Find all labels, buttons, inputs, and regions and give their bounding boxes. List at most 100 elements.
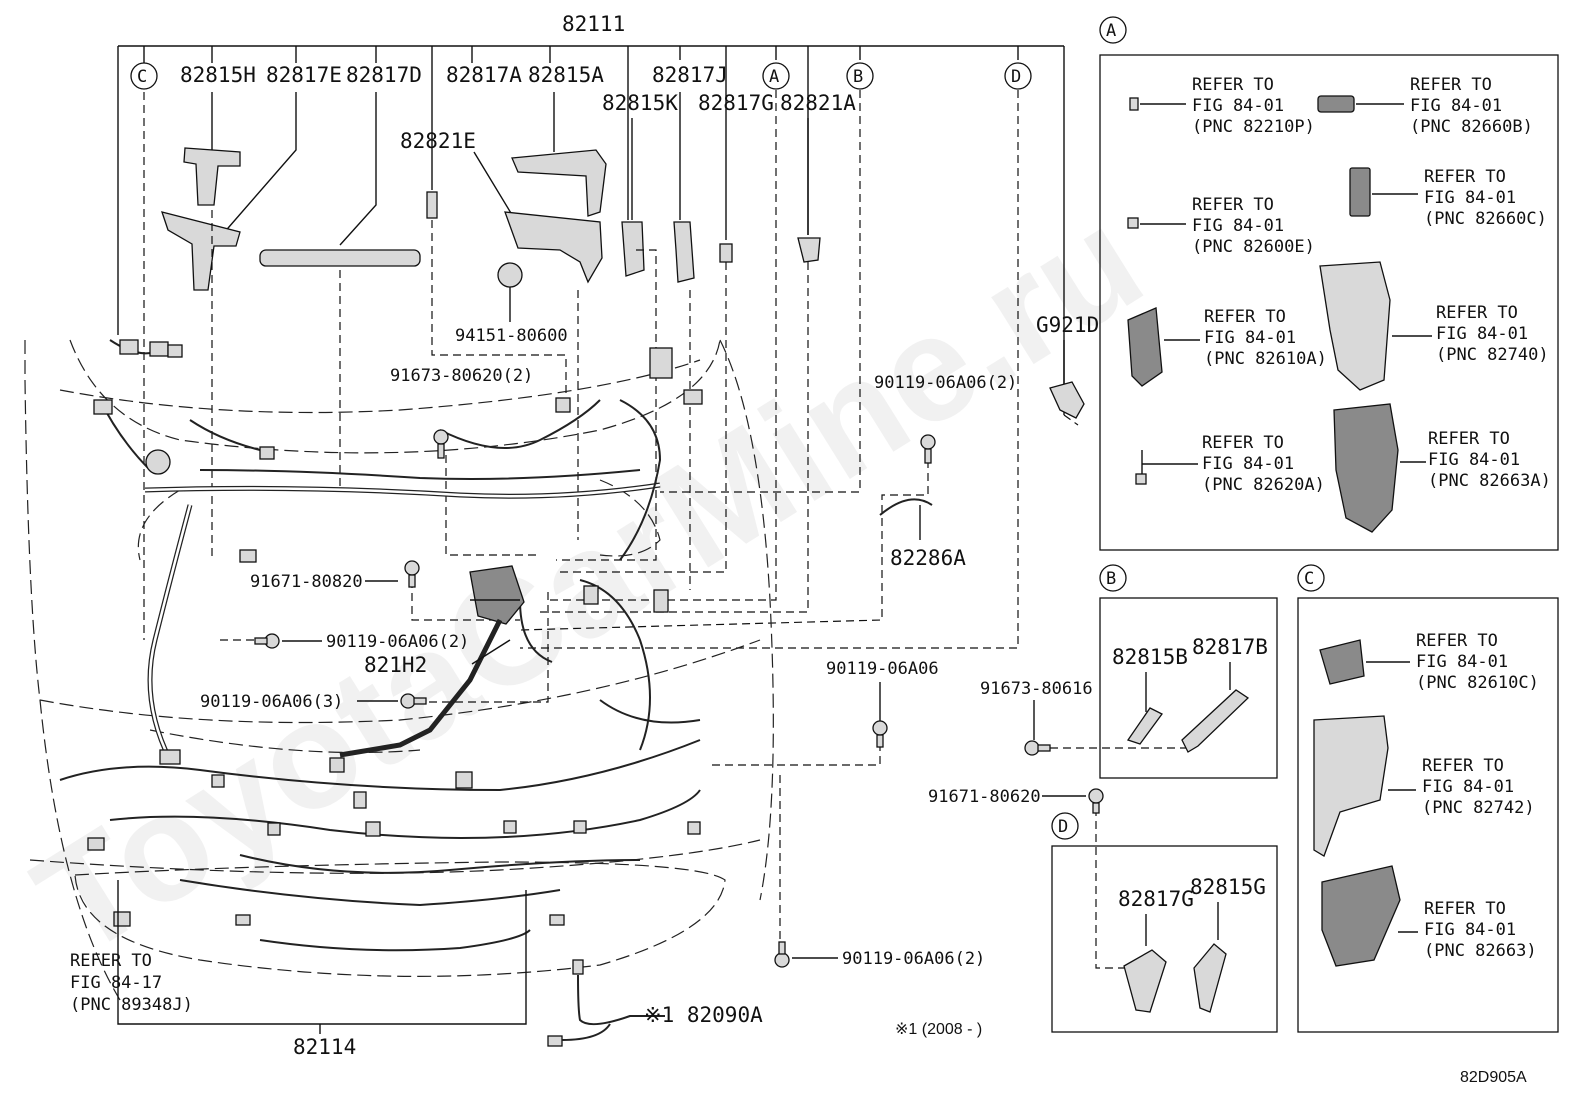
svg-text:FIG 84-01: FIG 84-01 — [1204, 328, 1296, 348]
callout-D-top: D — [1004, 62, 1032, 90]
label-90119-06A06-mid: 90119-06A06 — [826, 659, 939, 679]
svg-text:C: C — [1304, 569, 1314, 589]
svg-text:(PNC 82610A): (PNC 82610A) — [1204, 349, 1327, 369]
part-82817B — [1181, 662, 1250, 753]
label-94151-80600: 94151-80600 — [455, 326, 568, 346]
panel-A-item-82210P: REFER TO FIG 84-01 (PNC 82210P) — [1129, 75, 1315, 137]
bracket-82114 — [117, 880, 527, 1034]
svg-text:REFER TO: REFER TO — [1192, 195, 1274, 215]
panel-A-item-82660C: REFER TO FIG 84-01 (PNC 82660C) — [1349, 167, 1547, 229]
svg-text:C: C — [137, 67, 147, 87]
bolt-90119-06A06-3 — [357, 693, 427, 709]
bracket-82111 — [117, 45, 1065, 415]
bolt-91673-80616 — [1024, 700, 1051, 756]
label-91673-80616: 91673-80616 — [980, 679, 1093, 699]
svg-text:(PNC 82660B): (PNC 82660B) — [1410, 117, 1533, 137]
svg-text:FIG 84-01: FIG 84-01 — [1424, 188, 1516, 208]
svg-text:REFER TO: REFER TO — [1416, 631, 1498, 651]
svg-text:(PNC 82600E): (PNC 82600E) — [1192, 237, 1315, 257]
label-90119-06A06-top: 90119-06A06(2) — [874, 373, 1017, 393]
part-82815B — [1126, 672, 1163, 745]
svg-text:D: D — [1011, 67, 1021, 87]
callout-B-panel: B — [1099, 564, 1127, 592]
label-91673-80620: 91673-80620(2) — [390, 366, 533, 386]
svg-text:FIG 84-01: FIG 84-01 — [1424, 920, 1516, 940]
part-82815G-panel — [1193, 902, 1227, 1013]
panel-A-item-82740: REFER TO FIG 84-01 (PNC 82740) — [1319, 261, 1549, 391]
label-82817G-panel: 82817G — [1118, 887, 1194, 911]
part-82817G-top — [719, 243, 733, 263]
label-90119-06A06-3: 90119-06A06(3) — [200, 692, 343, 712]
label-82815H: 82815H — [180, 63, 256, 87]
bolt-91671-80820 — [365, 560, 420, 588]
label-821H2: 821H2 — [364, 653, 427, 677]
part-82817G-panel — [1123, 914, 1167, 1013]
bolt-82817A — [426, 191, 438, 219]
panel-A-box — [1099, 54, 1559, 551]
watermark: ToyotaCarMine.ru — [8, 175, 1169, 987]
bolt-91671-80620 — [1042, 788, 1104, 814]
label-91671-80620: 91671-80620 — [928, 787, 1041, 807]
connectors — [87, 339, 703, 927]
callout-A-top: A — [762, 62, 790, 90]
label-82817G: 82817G — [698, 91, 774, 115]
part-82817J — [673, 92, 695, 283]
panel-C-item-82742: REFER TO FIG 84-01 (PNC 82742) — [1313, 715, 1535, 857]
callout-B-top: B — [846, 62, 874, 90]
svg-text:REFER TO: REFER TO — [1192, 75, 1274, 95]
svg-text:(PNC 82210P): (PNC 82210P) — [1192, 117, 1315, 137]
svg-text:(PNC 82620A): (PNC 82620A) — [1202, 475, 1325, 495]
part-82817E — [161, 92, 297, 291]
ref-fig-84-17: REFER TO FIG 84-17 (PNC 89348J) — [70, 951, 193, 1015]
svg-text:FIG 84-17: FIG 84-17 — [70, 973, 162, 993]
label-82821E: 82821E — [400, 129, 476, 153]
panel-A-item-82610A: REFER TO FIG 84-01 (PNC 82610A) — [1127, 307, 1327, 387]
wire-harness-main — [59, 339, 701, 952]
svg-text:REFER TO: REFER TO — [1436, 303, 1518, 323]
panel-C-item-82610C: REFER TO FIG 84-01 (PNC 82610C) — [1319, 631, 1539, 693]
diagram-code: 82D905A — [1460, 1069, 1527, 1086]
label-90119-06A06-bottom: 90119-06A06(2) — [842, 949, 985, 969]
bolt-90119-06A06-top — [920, 434, 936, 464]
label-G921D: G921D — [1036, 313, 1099, 337]
label-91671-80820: 91671-80820 — [250, 572, 363, 592]
part-82821E — [473, 151, 603, 284]
label-82817E: 82817E — [266, 63, 342, 87]
callout-D-panel: D — [1051, 812, 1079, 840]
part-94151-80600 — [497, 262, 523, 322]
label-82817A: 82817A — [446, 63, 522, 87]
panel-C-item-82663: REFER TO FIG 84-01 (PNC 82663) — [1321, 865, 1537, 967]
svg-text:FIG 84-01: FIG 84-01 — [1428, 450, 1520, 470]
footnote: ※1 (2008 - ) — [895, 1021, 982, 1038]
label-82817J: 82817J — [652, 63, 728, 87]
label-82114: 82114 — [293, 1035, 356, 1059]
svg-text:FIG 84-01: FIG 84-01 — [1202, 454, 1294, 474]
svg-text:REFER TO: REFER TO — [1410, 75, 1492, 95]
label-82815B: 82815B — [1112, 645, 1188, 669]
svg-text:B: B — [853, 67, 863, 87]
part-82815A — [511, 92, 607, 217]
svg-text:(PNC 82660C): (PNC 82660C) — [1424, 209, 1547, 229]
vehicle-body-outline — [24, 339, 774, 1001]
svg-text:FIG 84-01: FIG 84-01 — [1422, 777, 1514, 797]
svg-text:FIG 84-01: FIG 84-01 — [1192, 96, 1284, 116]
label-82817D: 82817D — [346, 63, 422, 87]
svg-text:REFER TO: REFER TO — [1424, 167, 1506, 187]
panel-D-box — [1051, 845, 1278, 1033]
label-82815A: 82815A — [528, 63, 604, 87]
label-82286A: 82286A — [890, 546, 966, 570]
part-82815H — [183, 92, 241, 206]
callout-C-panel: C — [1297, 564, 1325, 592]
svg-text:FIG 84-01: FIG 84-01 — [1410, 96, 1502, 116]
part-G921D — [1049, 340, 1085, 419]
part-82817D — [259, 92, 421, 267]
svg-text:(PNC 82740): (PNC 82740) — [1436, 345, 1549, 365]
label-82111: 82111 — [562, 12, 625, 36]
svg-text:(PNC 82663): (PNC 82663) — [1424, 941, 1537, 961]
panel-C-box — [1297, 597, 1559, 1033]
svg-text:(PNC 89348J): (PNC 89348J) — [70, 995, 193, 1015]
callout-A-panel: A — [1099, 16, 1127, 44]
label-82817B: 82817B — [1192, 635, 1268, 659]
label-90119-06A06-left: 90119-06A06(2) — [326, 632, 469, 652]
